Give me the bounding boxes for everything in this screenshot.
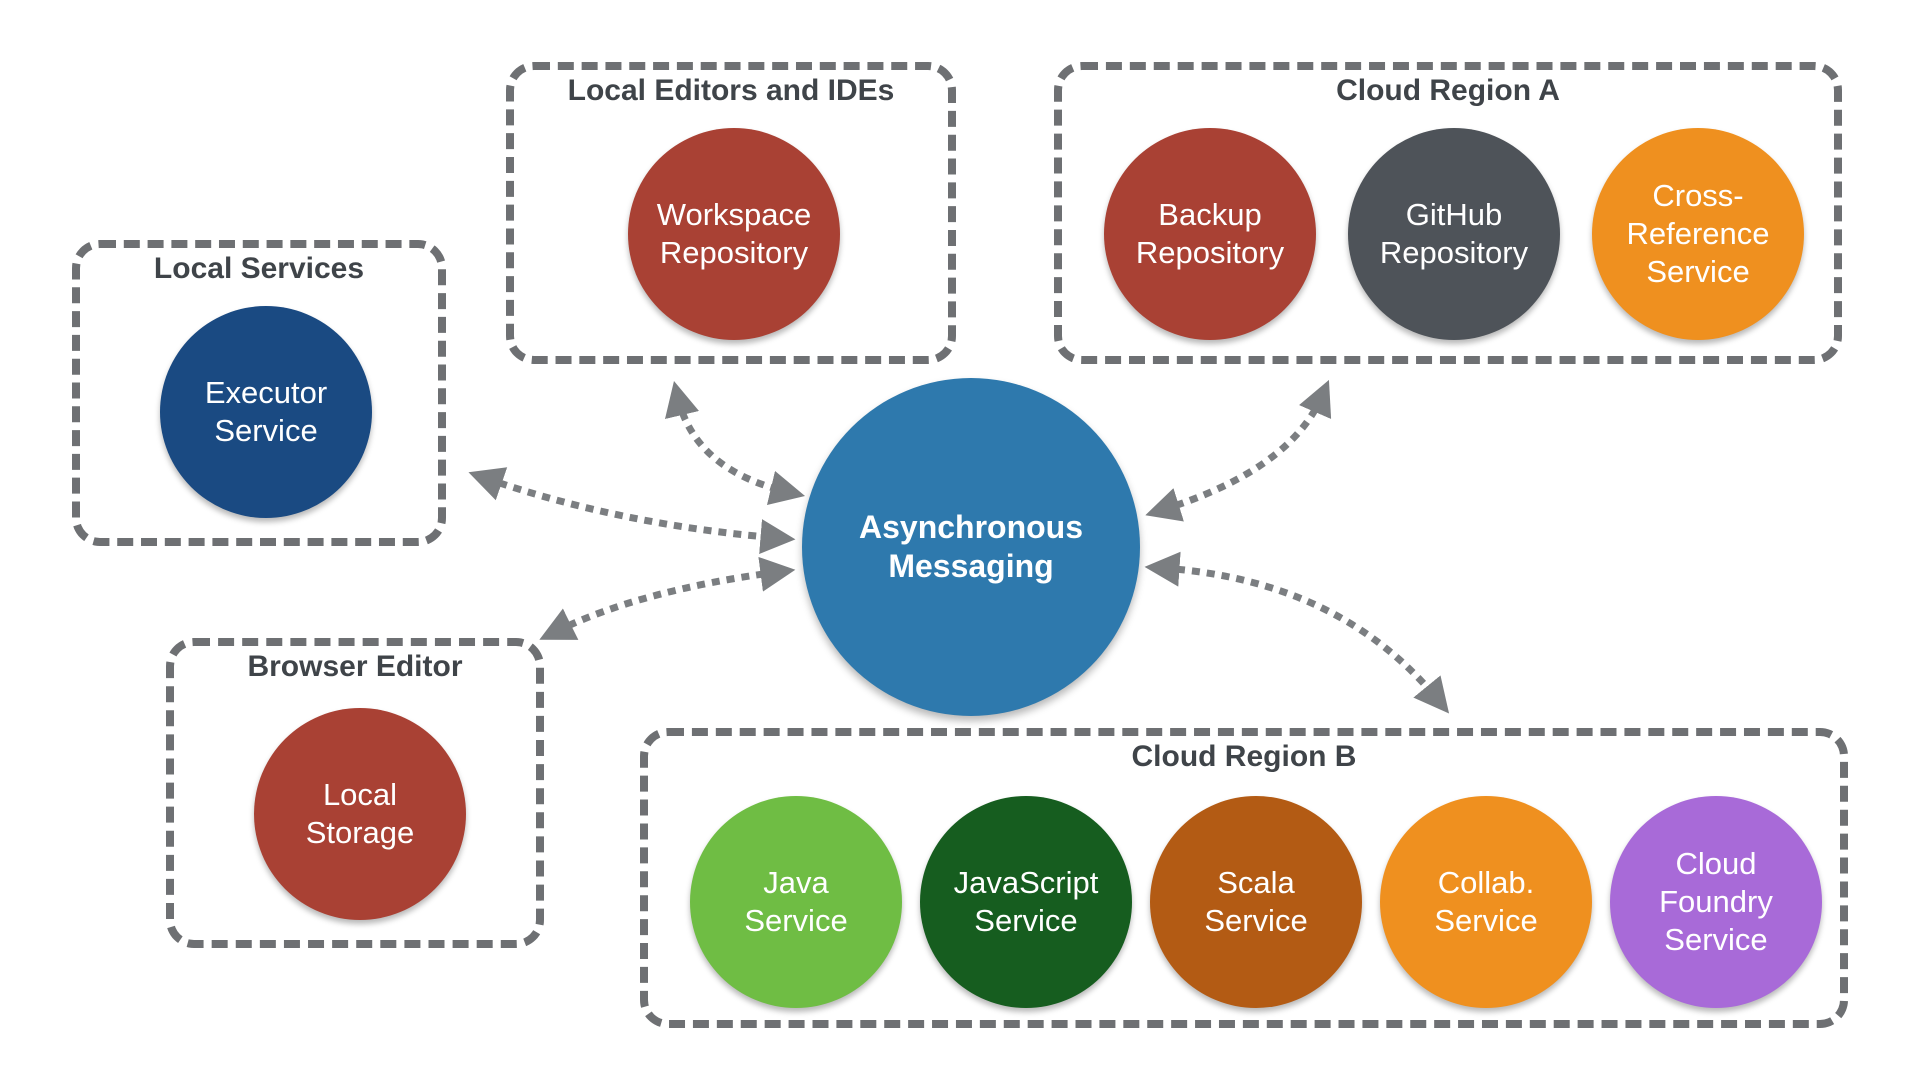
- connector-local-services: [468, 467, 796, 555]
- node-label-line: Scala: [1217, 865, 1295, 900]
- node-label-line: Service: [744, 903, 848, 938]
- connector-cloud-region-b: [1144, 551, 1450, 714]
- group-cloud-region-a: Cloud Region A Backup Repository GitHub …: [1054, 62, 1842, 364]
- node-label-line: Repository: [1379, 235, 1529, 270]
- group-browser-editor: Browser Editor Local Storage: [166, 638, 544, 948]
- node-label-line: GitHub: [1405, 197, 1503, 232]
- group-title-cloud-region-a: Cloud Region A: [1336, 74, 1560, 107]
- node-label-line: Local: [322, 777, 398, 812]
- connector-cloud-region-a: [1145, 379, 1332, 522]
- group-title-local-services: Local Services: [153, 252, 365, 285]
- node-label-line: Service: [1646, 254, 1750, 289]
- group-title-browser-editor: Browser Editor: [247, 650, 463, 683]
- node-javascript-service[interactable]: JavaScript Service: [920, 796, 1132, 1008]
- node-label-line: Cloud: [1675, 846, 1757, 881]
- node-label-line: Backup: [1158, 197, 1262, 232]
- node-label-line: Executor: [204, 375, 328, 410]
- node-executor-service[interactable]: Executor Service: [160, 306, 372, 518]
- node-backup-repository[interactable]: Backup Repository: [1104, 128, 1316, 340]
- node-local-storage[interactable]: Local Storage: [254, 708, 466, 920]
- hub-asynchronous-messaging[interactable]: Asynchronous Messaging: [802, 378, 1140, 716]
- node-label-line: JavaScript: [953, 865, 1099, 900]
- node-github-repository[interactable]: GitHub Repository: [1348, 128, 1560, 340]
- node-scala-service[interactable]: Scala Service: [1150, 796, 1362, 1008]
- node-label-line: Service: [1434, 903, 1538, 938]
- node-label-line: Cross-: [1652, 178, 1744, 213]
- node-label-line: Collab.: [1437, 865, 1535, 900]
- connector-local-editors: [665, 380, 806, 505]
- connector-browser-editor: [539, 556, 796, 640]
- node-label-line: Reference: [1626, 216, 1770, 251]
- node-cross-reference-service[interactable]: Cross- Reference Service: [1592, 128, 1804, 340]
- node-label-line: Service: [214, 413, 318, 448]
- group-title-cloud-region-b: Cloud Region B: [1131, 740, 1357, 773]
- node-label-line: Java: [763, 865, 829, 900]
- node-label-line: Repository: [659, 235, 809, 270]
- node-label-line: Service: [1664, 922, 1768, 957]
- node-collab-service[interactable]: Collab. Service: [1380, 796, 1592, 1008]
- node-label-line: Foundry: [1659, 884, 1773, 919]
- node-java-service[interactable]: Java Service: [690, 796, 902, 1008]
- node-label-line: Service: [1204, 903, 1308, 938]
- group-local-services: Local Services Executor Service: [72, 240, 446, 546]
- node-cloud-foundry-service[interactable]: Cloud Foundry Service: [1610, 796, 1822, 1008]
- hub-label-line: Messaging: [888, 548, 1054, 584]
- group-title-local-editors: Local Editors and IDEs: [567, 74, 895, 107]
- hub-label-line: Asynchronous: [858, 509, 1084, 545]
- group-local-editors: Local Editors and IDEs Workspace Reposit…: [506, 62, 956, 364]
- node-label-line: Service: [974, 903, 1078, 938]
- group-cloud-region-b: Cloud Region B Java Service JavaScript S…: [640, 728, 1848, 1028]
- node-label-line: Repository: [1135, 235, 1285, 270]
- node-label-line: Storage: [305, 815, 415, 850]
- node-workspace-repository[interactable]: Workspace Repository: [628, 128, 840, 340]
- node-label-line: Workspace: [656, 197, 812, 232]
